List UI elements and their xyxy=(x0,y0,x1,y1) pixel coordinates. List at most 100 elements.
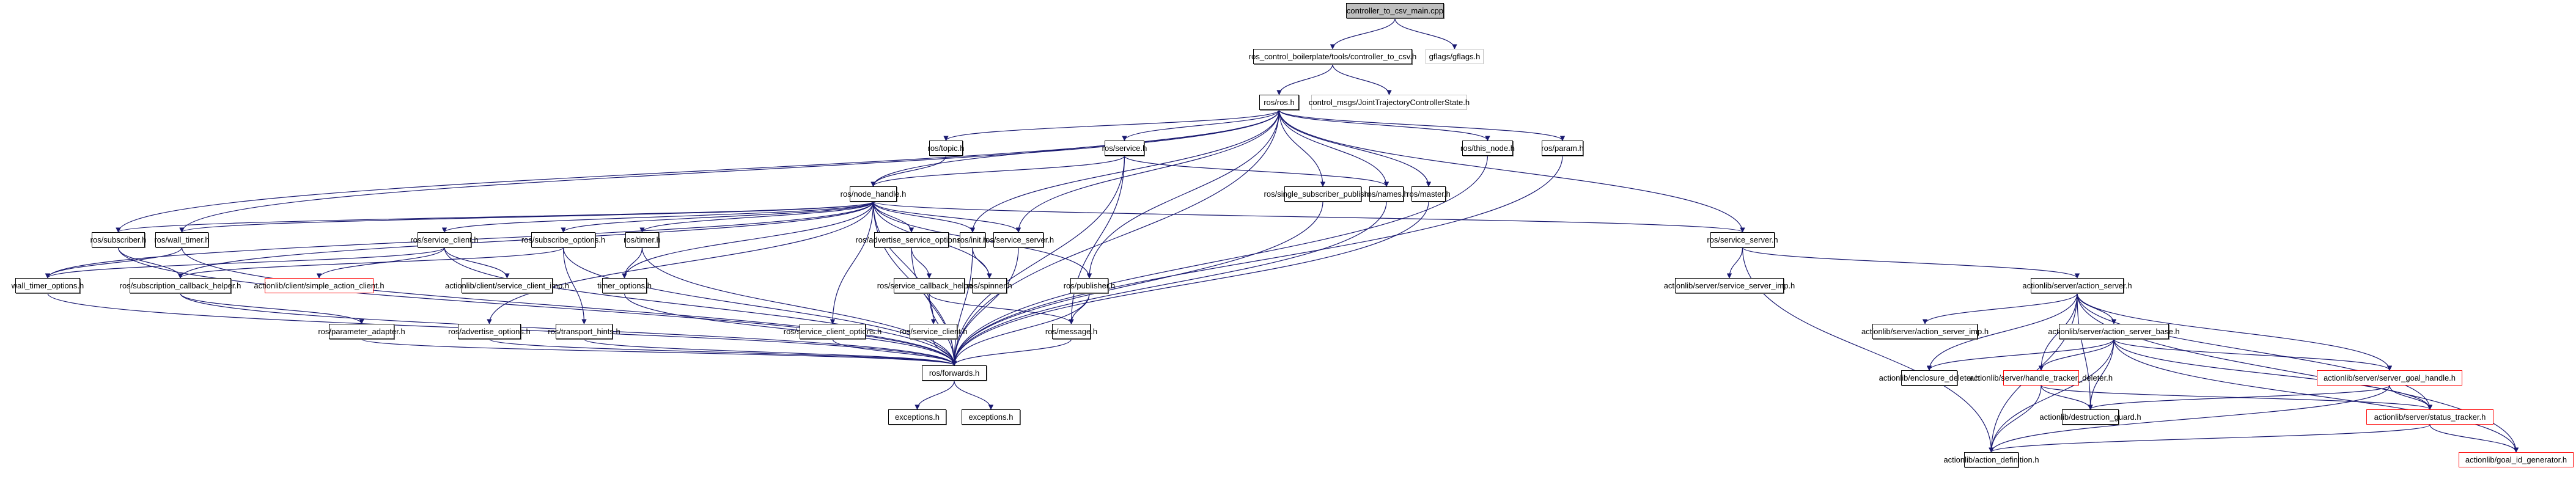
edge-rosh-to-subscriber xyxy=(116,109,1280,233)
edge-rosh-to-srvserver2 xyxy=(1278,109,1745,233)
graph-node-wtopts[interactable]: wall_timer_options.h xyxy=(12,278,84,293)
graph-node-serviceclient2[interactable]: ros/service_client.h xyxy=(899,324,968,339)
graph-node-thisnode[interactable]: ros/this_node.h xyxy=(1460,141,1515,156)
graph-node-nodehandle[interactable]: ros/node_handle.h xyxy=(841,186,906,202)
edge-actionserver-to-asimp xyxy=(1922,293,2078,324)
edge-nodehandle-to-init xyxy=(872,201,976,233)
edge-timer-to-timeropts xyxy=(622,247,643,279)
graph-node-service[interactable]: ros/service.h xyxy=(1102,141,1147,156)
graph-node-asimp[interactable]: actionlib/server/action_server_imp.h xyxy=(1861,324,1989,339)
graph-node-asbase[interactable]: actionlib/server/action_server_base.h xyxy=(2048,324,2180,339)
edge-asbase-to-actiondef xyxy=(1989,338,2114,453)
edge-timer-to-forwards xyxy=(641,247,957,366)
edge-actionserver-to-stracker xyxy=(2077,293,2433,410)
edge-srvserver2-to-ssimp xyxy=(1726,247,1743,279)
graph-node-srvserver1[interactable]: ros/service_server.h xyxy=(983,232,1054,247)
graph-node-names[interactable]: ros/names.h xyxy=(1364,186,1408,202)
edge-service-to-forwards xyxy=(951,155,1125,366)
graph-node-actiondef[interactable]: actionlib/action_definition.h xyxy=(1943,452,2039,467)
graph-node-sgh[interactable]: actionlib/server/server_goal_handle.h xyxy=(2317,370,2462,386)
edge-topic-to-nodehandle xyxy=(870,155,947,187)
graph-node-dguard[interactable]: actionlib/destruction_guard.h xyxy=(2039,409,2141,425)
graph-node-topic[interactable]: ros/topic.h xyxy=(928,141,965,156)
edge-srvserver2-to-actionserver xyxy=(1742,247,2080,279)
graph-node-ssimp[interactable]: actionlib/server/service_server_imp.h xyxy=(1664,278,1795,293)
edge-transporthints-to-forwards xyxy=(583,338,957,366)
edge-rosh-to-forwards xyxy=(951,109,1280,366)
edge-subopts-to-forwards xyxy=(562,247,957,366)
graph-node-serviceclient1[interactable]: ros/service_client.h xyxy=(410,232,479,247)
graph-node-srvserver2[interactable]: ros/service_server.h xyxy=(1707,232,1778,247)
edge-advopts-to-forwards xyxy=(488,338,957,366)
edge-rosh-to-walltimer xyxy=(179,109,1280,233)
graph-node-subopts[interactable]: ros/subscribe_options.h xyxy=(521,232,605,247)
edge-actionserver-to-encdel xyxy=(1926,293,2078,371)
graph-node-exc2[interactable]: exceptions.h xyxy=(962,409,1020,425)
edge-rosh-to-ssp xyxy=(1278,109,1326,187)
edge-nodehandle-to-advopts xyxy=(487,201,874,324)
graph-node-scimp[interactable]: actionlib/client/service_client_imp.h xyxy=(445,278,569,293)
edge-scopts-to-forwards xyxy=(832,338,957,366)
graph-node-advopts[interactable]: ros/advertise_options.h xyxy=(448,324,531,339)
edge-stracker-to-goalid xyxy=(2429,424,2519,453)
edge-asbase-to-dguard xyxy=(2088,338,2114,410)
graph-node-c2csv[interactable]: ros_control_boilerplate/tools/controller… xyxy=(1249,49,1416,64)
graph-node-publisher[interactable]: ros/publisher.h xyxy=(1064,278,1115,293)
graph-node-gflags: gflags/gflags.h xyxy=(1426,49,1484,64)
edge-forwards-to-exc1 xyxy=(914,380,955,410)
edge-sgh-to-dguard xyxy=(2088,385,2390,410)
edge-service-to-message xyxy=(1069,155,1125,324)
edge-forwards-to-exc2 xyxy=(954,380,994,410)
edge-timeropts-to-forwards xyxy=(624,293,957,366)
graph-node-message[interactable]: ros/message.h xyxy=(1045,324,1097,339)
graph-node-subscriber[interactable]: ros/subscriber.h xyxy=(90,232,146,247)
graph-node-stracker[interactable]: actionlib/server/status_tracker.h xyxy=(2366,409,2493,425)
edge-srvcbhelper-to-message xyxy=(929,293,1074,324)
edge-master-to-forwards xyxy=(951,201,1429,366)
edge-rosh-to-publisher xyxy=(1086,109,1280,279)
edge-paramadapter-to-forwards xyxy=(361,338,957,366)
graph-node-scopts[interactable]: ros/service_client_options.h xyxy=(784,324,881,339)
edge-init-to-spinner xyxy=(972,247,992,279)
edge-asbase-to-encdel xyxy=(1926,338,2114,371)
graph-node-timeropts[interactable]: timer_options.h xyxy=(597,278,652,293)
edge-sgh-to-actiondef xyxy=(1989,385,2390,453)
edge-rosh-to-param xyxy=(1278,109,1566,141)
edge-param-to-forwards xyxy=(951,155,1563,366)
graph-node-htdel[interactable]: actionlib/server/handle_tracker_deleter.… xyxy=(1970,370,2113,386)
graph-node-param[interactable]: ros/param.h xyxy=(1541,141,1584,156)
edge-rosh-to-init xyxy=(970,109,1280,233)
graph-node-rosh[interactable]: ros/ros.h xyxy=(1259,95,1299,110)
graph-node-forwards[interactable]: ros/forwards.h xyxy=(922,365,987,381)
edge-serviceclient1-to-forwards xyxy=(444,247,957,366)
graph-node-srvcbhelper[interactable]: ros/service_callback_helper.h xyxy=(877,278,981,293)
graph-node-goalid[interactable]: actionlib/goal_id_generator.h xyxy=(2459,452,2574,467)
edge-nodehandle-to-serviceclient1 xyxy=(442,201,874,233)
graph-node-walltimer[interactable]: ros/wall_timer.h xyxy=(154,232,210,247)
graph-node-spinner[interactable]: ros/spinner.h xyxy=(966,278,1012,293)
graph-node-transporthints[interactable]: ros/transport_hints.h xyxy=(548,324,620,339)
edge-c2csv-to-rosh xyxy=(1276,64,1333,95)
graph-node-jtcs: control_msgs/JointTrajectoryControllerSt… xyxy=(1309,95,1470,110)
edge-stracker-to-actiondef xyxy=(1989,424,2431,453)
graph-node-ssp[interactable]: ros/single_subscriber_publisher.h xyxy=(1264,186,1382,202)
edge-nodehandle-to-srvserver2 xyxy=(872,201,1745,233)
edge-ssp-to-forwards xyxy=(951,201,1323,366)
edge-names-to-forwards xyxy=(951,201,1387,366)
graph-node-subcbhelper[interactable]: ros/subscription_callback_helper.h xyxy=(120,278,241,293)
graph-node-sac[interactable]: actionlib/client/simple_action_client.h xyxy=(254,278,385,293)
graph-node-paramadapter[interactable]: ros/parameter_adapter.h xyxy=(318,324,405,339)
edge-subopts-to-subcbhelper xyxy=(177,247,564,279)
edge-htdel-to-actiondef xyxy=(1989,385,2042,453)
graph-node-exc1[interactable]: exceptions.h xyxy=(888,409,946,425)
edge-thisnode-to-forwards xyxy=(951,155,1489,366)
graph-node-main[interactable]: controller_to_csv_main.cpp xyxy=(1346,3,1444,18)
graph-node-master[interactable]: ros/master.h xyxy=(1407,186,1451,202)
edge-serviceclient1-to-sac xyxy=(316,247,445,279)
graph-node-advsrvopts[interactable]: ros/advertise_service_options.h xyxy=(856,232,967,247)
graph-node-init[interactable]: ros/init.h xyxy=(957,232,988,247)
graph-node-actionserver[interactable]: actionlib/server/action_server.h xyxy=(2022,278,2132,293)
edge-rosh-to-srvserver1 xyxy=(1015,109,1280,233)
graph-node-timer[interactable]: ros/timer.h xyxy=(624,232,661,247)
graph-node-encdel[interactable]: actionlib/enclosure_deleter.h xyxy=(1879,370,1979,386)
